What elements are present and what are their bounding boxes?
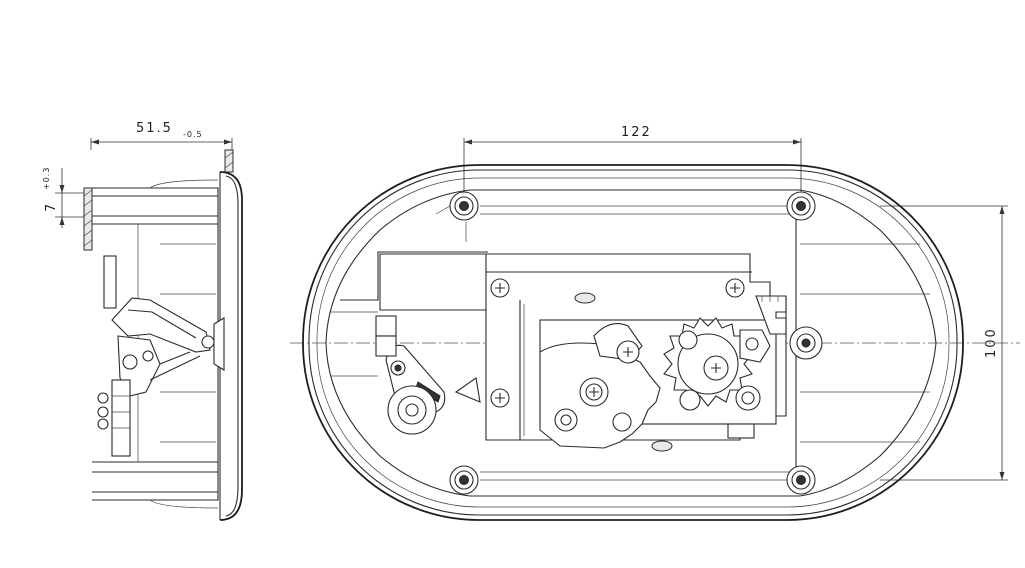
lock-cylinder (789, 326, 823, 360)
mounting-screw-top-right (786, 191, 816, 221)
dimension-flange-offset: 7 +0.3 (42, 167, 90, 228)
flange-offset-value: 7 (44, 202, 59, 212)
dimension-height: 100 (880, 205, 1008, 481)
mounting-screw-bottom-right (786, 465, 816, 495)
dimension-side-depth: 51.5 -0.5 (90, 121, 233, 150)
mounting-screw-top-left (449, 191, 479, 221)
side-depth-tolerance: -0.5 (183, 130, 203, 139)
drive-gear (663, 317, 753, 411)
dimension-hole-spacing: 122 (463, 125, 802, 192)
height-value: 100 (984, 327, 999, 358)
flange-offset-tolerance: +0.3 (42, 167, 51, 190)
side-view: 51.5 -0.5 7 +0.3 (42, 121, 243, 521)
hole-spacing-value: 122 (621, 125, 652, 140)
mounting-screw-bottom-left (449, 465, 479, 495)
side-depth-value: 51.5 (136, 121, 173, 136)
front-view: 122 100 (290, 125, 1020, 521)
